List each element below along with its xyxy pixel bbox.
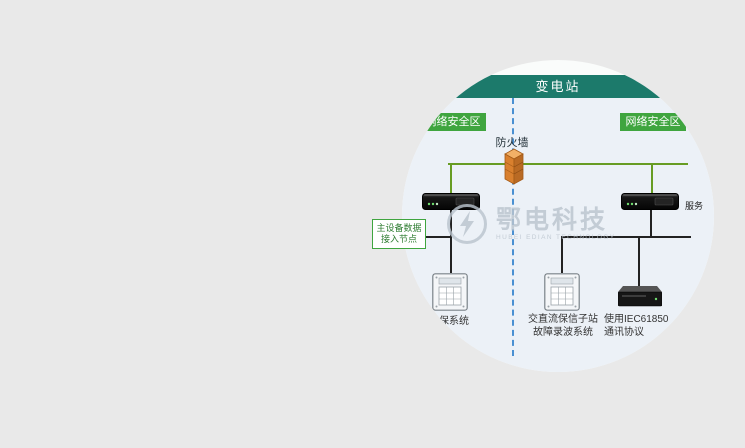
substation-title: 变电站 [535, 79, 581, 94]
label-protocol-line2: 通讯协议 [604, 327, 644, 338]
zone-label-left-text: 网络安全区 [425, 116, 481, 128]
label-protection-system: 保系统 [439, 316, 469, 327]
substation-title-band: 变电站 [402, 75, 714, 98]
access-node-line2: 接入节点 [380, 234, 417, 244]
uplink-line-left [450, 164, 452, 193]
zone-label-left: 网络安全区 [420, 113, 486, 131]
access-node-box: 主设备数据 接入节点 [372, 219, 426, 249]
label-acdc-substation: 交直流保信子站 故障录波系统 [518, 313, 608, 339]
zone-label-right-text: 网络安全区 [625, 116, 681, 128]
zone-label-right: 网络安全区 [620, 113, 686, 131]
backbone-line [448, 163, 688, 165]
switch-drop-right [650, 210, 652, 238]
network-diagram: 变电站 网络安全区 网络安全区 防火墙 [402, 60, 714, 372]
access-node-line1: 主设备数据 [376, 223, 422, 233]
label-iec61850: 使用IEC61850 通讯协议 [604, 313, 696, 339]
server-label: 服务 [685, 201, 704, 211]
label-fault-recorder-line2: 故障录波系统 [533, 327, 593, 338]
firewall-icon [504, 148, 524, 185]
drop-line-middle-relay [561, 238, 563, 273]
firewall-label: 防火墙 [495, 137, 529, 149]
uplink-line-right [651, 164, 653, 193]
relay-device-icon-middle [544, 273, 580, 311]
relay-device-icon-left [432, 273, 468, 311]
converter-box-icon [618, 286, 662, 307]
label-acdc-line1: 交直流保信子站 [528, 314, 598, 325]
bus-line-right [561, 236, 691, 238]
switch-icon-left [422, 193, 480, 210]
label-iec61850-line1: 使用IEC61850 [604, 314, 669, 325]
switch-icon-right [621, 193, 679, 210]
zone-divider-line [512, 98, 514, 356]
drop-line-left [450, 210, 452, 273]
bus-line-left [426, 236, 452, 238]
drop-line-converter [638, 238, 640, 286]
